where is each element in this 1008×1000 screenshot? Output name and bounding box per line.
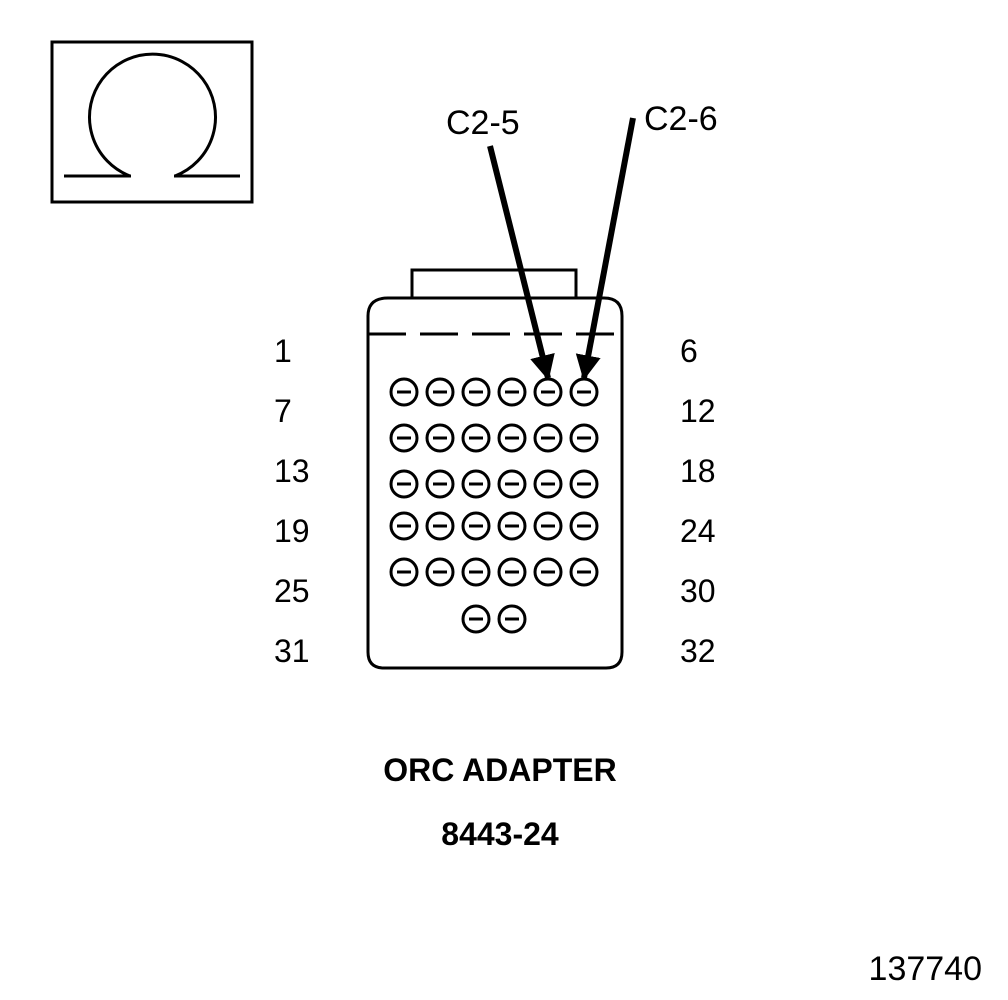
row-label-right: 30 (680, 573, 716, 609)
connector-pin-15 (461, 469, 491, 499)
row-label-right: 18 (680, 453, 716, 489)
connector-pin-17 (533, 469, 563, 499)
row-label-right: 32 (680, 633, 716, 669)
connector-pin-26 (425, 557, 455, 587)
row-label-right: 24 (680, 513, 716, 549)
connector-pin-31 (461, 604, 491, 634)
connector-pin-13 (389, 469, 419, 499)
connector-pin-21 (461, 511, 491, 541)
connector-pin-1 (389, 377, 419, 407)
connector-pin-10 (497, 423, 527, 453)
connector-pin-16 (497, 469, 527, 499)
connector-pin-19 (389, 511, 419, 541)
row-labels-right: 6 12 18 24 30 32 (680, 333, 716, 669)
connector-pin-12 (569, 423, 599, 453)
connector-latch-tab (410, 268, 578, 302)
connector-pin-14 (425, 469, 455, 499)
connector-pin-4 (497, 377, 527, 407)
connector-pin-18 (569, 469, 599, 499)
connector-pin-7 (389, 423, 419, 453)
connector-pin-3 (461, 377, 491, 407)
callout-c2-5: C2-5 (446, 104, 555, 381)
callout-arrow (575, 117, 636, 381)
adapter-part-number: 8443-24 (441, 816, 559, 852)
connector-pin-grid (389, 377, 599, 634)
figure-number: 137740 (869, 950, 982, 988)
connector-pin-22 (497, 511, 527, 541)
connector-pin-25 (389, 557, 419, 587)
row-label-right: 12 (680, 393, 716, 429)
adapter-name: ORC ADAPTER (383, 752, 616, 788)
pin-callouts: C2-5 C2-6 (446, 100, 718, 381)
row-label-left: 7 (274, 393, 292, 429)
callout-label: C2-6 (644, 100, 718, 138)
connector-pin-32 (497, 604, 527, 634)
connector-pin-5 (533, 377, 563, 407)
row-label-left: 1 (274, 333, 292, 369)
row-label-left: 25 (274, 573, 310, 609)
ohmmeter-omega-icon (50, 40, 254, 204)
callout-arrow (487, 145, 555, 381)
connector-pin-23 (533, 511, 563, 541)
connector-pin-24 (569, 511, 599, 541)
connector-pin-27 (461, 557, 491, 587)
callout-c2-6: C2-6 (575, 100, 718, 381)
row-label-left: 31 (274, 633, 310, 669)
connector-pin-11 (533, 423, 563, 453)
connector-pin-20 (425, 511, 455, 541)
connector-pin-9 (461, 423, 491, 453)
row-labels-left: 1 7 13 19 25 31 (274, 333, 310, 669)
row-label-right: 6 (680, 333, 698, 369)
connector-pin-8 (425, 423, 455, 453)
connector-pin-6 (569, 377, 599, 407)
connector-pin-2 (425, 377, 455, 407)
row-label-left: 13 (274, 453, 310, 489)
connector-housing (366, 268, 624, 670)
connector-pin-28 (497, 557, 527, 587)
connector-pin-30 (569, 557, 599, 587)
connector-pin-29 (533, 557, 563, 587)
row-label-left: 19 (274, 513, 310, 549)
callout-label: C2-5 (446, 104, 520, 142)
